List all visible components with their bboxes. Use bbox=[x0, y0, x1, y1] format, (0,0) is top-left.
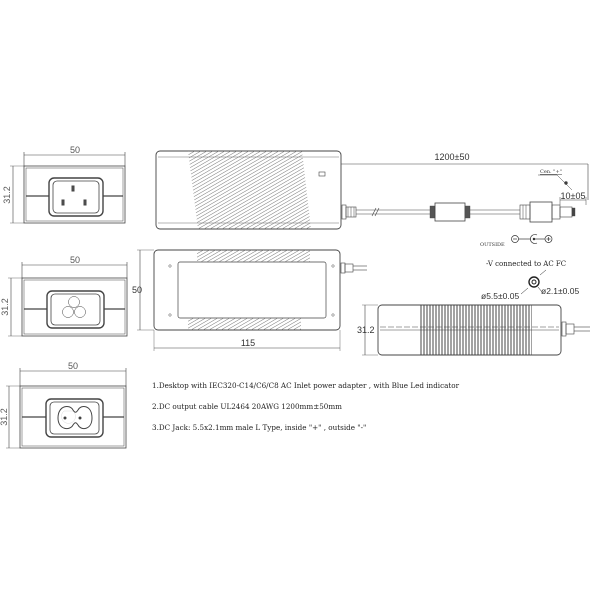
note-3: 3.DC Jack: 5.5x2.1mm male L Type, inside… bbox=[152, 423, 367, 432]
spec-notes: 1.Desktop with IEC320-C14/C6/C8 AC Inlet… bbox=[152, 381, 459, 444]
front-view-c8 bbox=[6, 368, 127, 449]
led-indicator-icon bbox=[318, 171, 326, 177]
c14-width-label: 50 bbox=[70, 145, 80, 155]
c6-height-label: 31.2 bbox=[0, 298, 10, 316]
top-view-adapter bbox=[155, 150, 589, 230]
outside-label: OUTSIDE bbox=[480, 242, 505, 248]
polarity-note: -V connected to AC FC bbox=[486, 260, 566, 268]
inner-diameter-label: ø2.1±0.05 bbox=[541, 286, 579, 296]
side-height-label: 31.2 bbox=[357, 325, 375, 335]
c8-height-label: 31.2 bbox=[0, 408, 9, 426]
front-view-c14 bbox=[10, 152, 126, 224]
center-pin-label: Cen. "+" bbox=[540, 169, 562, 175]
side-view-adapter bbox=[362, 304, 590, 356]
c14-height-label: 31.2 bbox=[2, 186, 12, 204]
outer-diameter-label: ø5.5±0.05 bbox=[481, 291, 519, 301]
bottom-view-adapter bbox=[137, 249, 367, 351]
polarity-symbol-icon bbox=[511, 234, 553, 244]
front-view-c6 bbox=[8, 262, 128, 337]
c6-width-label: 50 bbox=[70, 255, 80, 265]
note-2: 2.DC output cable UL2464 20AWG 1200mm±50… bbox=[152, 402, 342, 411]
c8-width-label: 50 bbox=[68, 361, 78, 371]
depth-label: 50 bbox=[132, 285, 142, 295]
cable-length-label: 1200±50 bbox=[435, 152, 470, 162]
plug-length-label: 10±05 bbox=[561, 191, 586, 201]
length-label: 115 bbox=[241, 338, 255, 348]
note-1: 1.Desktop with IEC320-C14/C6/C8 AC Inlet… bbox=[152, 381, 460, 390]
dc-jack-section-icon bbox=[520, 269, 547, 295]
